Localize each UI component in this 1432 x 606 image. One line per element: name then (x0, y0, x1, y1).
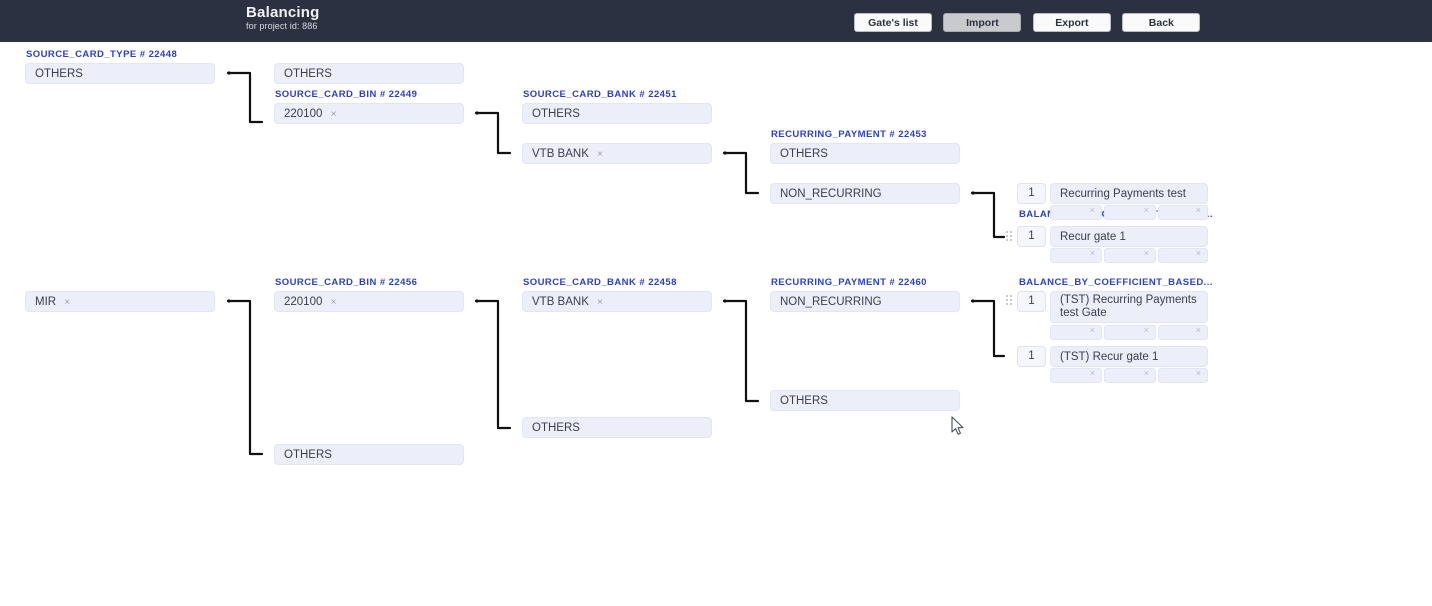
gates-list-button[interactable]: Gate's list (854, 13, 932, 32)
back-button[interactable]: Back (1122, 13, 1201, 32)
remove-icon[interactable]: × (1089, 248, 1095, 258)
node-row2-card-type-mir[interactable]: MIR × (25, 291, 215, 312)
node-value: OTHERS (780, 148, 828, 160)
remove-icon[interactable]: × (1089, 325, 1095, 335)
gate-name-row1-gate1[interactable]: Recurring Payments test Gate (1050, 183, 1208, 217)
gate-subcell-row2-gate2-c[interactable]: × (1158, 368, 1208, 383)
gate-subcell-row2-gate1-b[interactable]: × (1104, 325, 1156, 340)
node-row2-card-bin-others[interactable]: OTHERS (274, 444, 464, 465)
coefficient-input-row1-gate2[interactable]: 1 (1017, 226, 1046, 247)
column-label-source-card-bin-22456: SOURCE_CARD_BIN # 22456 (275, 277, 418, 288)
gate-subcell-row1-gate1-b[interactable]: × (1104, 205, 1156, 220)
gate-subcell-row1-gate2-b[interactable]: × (1104, 248, 1156, 263)
gate-subcell-row2-gate2-a[interactable]: × (1050, 368, 1102, 383)
node-value: VTB BANK (532, 296, 589, 308)
header-title-block: Balancing for project id: 886 (246, 4, 546, 32)
node-value: OTHERS (532, 422, 580, 434)
remove-icon[interactable]: × (1195, 248, 1201, 258)
remove-icon[interactable]: × (1143, 325, 1149, 335)
export-button[interactable]: Export (1032, 13, 1111, 32)
gate-subcell-row1-gate2-a[interactable]: × (1050, 248, 1102, 263)
gate-subcell-row1-gate1-c[interactable]: × (1158, 205, 1208, 220)
column-label-recurring-payment-22453: RECURRING_PAYMENT # 22453 (771, 129, 927, 140)
gate-subcell-row2-gate1-c[interactable]: × (1158, 325, 1208, 340)
remove-icon[interactable]: × (597, 297, 603, 308)
remove-icon[interactable]: × (1195, 325, 1201, 335)
gate-name-row2-gate2[interactable]: (TST) Recur gate 1 (1050, 346, 1208, 367)
balancing-tree-canvas: SOURCE_CARD_TYPE # 22448 OTHERS SOURCE_C… (0, 42, 1432, 606)
remove-icon[interactable]: × (1089, 368, 1095, 378)
column-label-source-card-bank-22451: SOURCE_CARD_BANK # 22451 (523, 89, 677, 100)
node-value: OTHERS (780, 395, 828, 407)
gate-name-row1-gate2[interactable]: Recur gate 1 (1050, 226, 1208, 247)
coefficient-input-row2-gate2[interactable]: 1 (1017, 346, 1046, 367)
drag-handle-icon[interactable] (1006, 295, 1013, 306)
project-id-subtitle: for project id: 886 (246, 21, 318, 31)
node-row1-card-bank-others[interactable]: OTHERS (522, 103, 712, 124)
gate-subcell-row1-gate2-c[interactable]: × (1158, 248, 1208, 263)
import-button[interactable]: Import (943, 13, 1022, 32)
remove-icon[interactable]: × (330, 109, 337, 120)
column-label-source-card-type-22448: SOURCE_CARD_TYPE # 22448 (26, 49, 178, 60)
node-row1-card-type-others[interactable]: OTHERS (25, 63, 215, 84)
remove-icon[interactable]: × (597, 149, 603, 160)
node-row2-recurring-others[interactable]: OTHERS (770, 390, 960, 411)
node-row1-card-bank-vtb[interactable]: VTB BANK × (522, 143, 712, 164)
remove-icon[interactable]: × (1143, 205, 1149, 215)
remove-icon[interactable]: × (1195, 205, 1201, 215)
drag-handle-icon[interactable] (1006, 231, 1013, 242)
node-row1-card-bin-220100[interactable]: 220100 × (274, 103, 464, 124)
remove-icon[interactable]: × (1143, 248, 1149, 258)
remove-icon[interactable]: × (1195, 368, 1201, 378)
node-value: OTHERS (35, 68, 83, 80)
node-value: VTB BANK (532, 148, 589, 160)
remove-icon[interactable]: × (1143, 368, 1149, 378)
connector-row2-cardtype-to-bin (226, 299, 264, 456)
node-value: NON_RECURRING (780, 296, 882, 308)
connector-row1-cardtype-to-bin (226, 71, 264, 124)
gate-subcell-row2-gate1-a[interactable]: × (1050, 325, 1102, 340)
gate-subcell-row1-gate1-a[interactable]: × (1050, 205, 1102, 220)
app-header: Balancing for project id: 886 Gate's lis… (0, 0, 1432, 42)
node-value: OTHERS (284, 68, 332, 80)
gate-name-row2-gate1[interactable]: (TST) Recurring Payments test Gate (1050, 291, 1208, 323)
page-title: Balancing (246, 4, 320, 21)
connector-row1-bank-to-recurring (722, 151, 760, 195)
remove-icon[interactable]: × (1089, 205, 1095, 215)
node-value: 220100 (284, 108, 323, 120)
node-value: OTHERS (284, 449, 332, 461)
remove-icon[interactable]: × (330, 297, 337, 308)
node-row2-recurring-non-recurring[interactable]: NON_RECURRING (770, 291, 960, 312)
node-row2-card-bank-vtb[interactable]: VTB BANK × (522, 291, 712, 312)
node-row2-card-bin-220100[interactable]: 220100 × (274, 291, 464, 312)
column-label-source-card-bank-22458: SOURCE_CARD_BANK # 22458 (523, 277, 677, 288)
connector-row2-recurring-to-gates (970, 299, 1006, 358)
coefficient-input-row1-gate1[interactable]: 1 (1017, 183, 1046, 204)
gate-subcell-row2-gate2-b[interactable]: × (1104, 368, 1156, 383)
node-row2-card-bank-others[interactable]: OTHERS (522, 417, 712, 438)
mouse-cursor (951, 416, 964, 435)
column-label-recurring-payment-22460: RECURRING_PAYMENT # 22460 (771, 277, 927, 288)
connector-row2-bank-to-recurring (722, 299, 760, 403)
connector-row2-bin-to-bank (474, 299, 512, 430)
node-row1-recurring-non-recurring[interactable]: NON_RECURRING (770, 183, 960, 204)
node-value: 220100 (284, 296, 323, 308)
column-label-balance-by-coefficient-row2: BALANCE_BY_COEFFICIENT_BASED... (1019, 277, 1213, 288)
node-value: MIR (35, 296, 57, 308)
connector-row1-bin-to-bank (474, 111, 512, 155)
header-button-group: Gate's list Import Export Back (854, 13, 1207, 32)
coefficient-input-row2-gate1[interactable]: 1 (1017, 291, 1046, 312)
node-value: OTHERS (532, 108, 580, 120)
node-row1-recurring-others[interactable]: OTHERS (770, 143, 960, 164)
node-row1-card-bin-others[interactable]: OTHERS (274, 63, 464, 84)
connector-row1-recurring-to-gates (970, 191, 1006, 239)
node-value: NON_RECURRING (780, 188, 882, 200)
column-label-source-card-bin-22449: SOURCE_CARD_BIN # 22449 (275, 89, 418, 100)
remove-icon[interactable]: × (64, 297, 71, 308)
